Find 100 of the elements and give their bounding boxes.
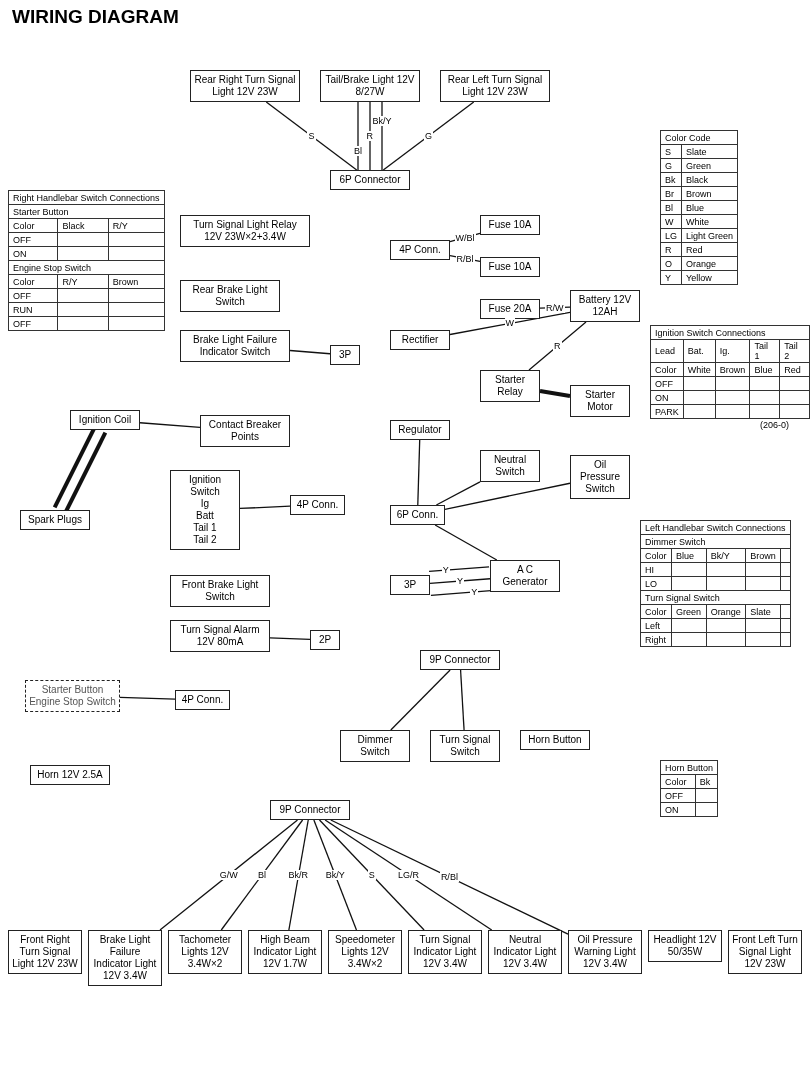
- wire-color-label: R/Bl: [455, 253, 475, 264]
- connector-block: [270, 800, 350, 820]
- table-entry: OFF: [13, 234, 31, 245]
- component-label: Rear Left Turn Signal Light 12V 23W: [446, 74, 544, 98]
- wire: [139, 422, 201, 429]
- turn-signal-lamp: [440, 70, 550, 102]
- connector-block: [390, 575, 430, 595]
- wire-color-label: Bl: [256, 870, 267, 880]
- table-heading: Turn Signal Switch: [645, 592, 720, 603]
- component-label: Starter Motor: [584, 389, 616, 413]
- table-entry: Left: [645, 620, 660, 631]
- connector-block: [390, 240, 450, 260]
- wire: [381, 101, 383, 171]
- switch-box: [180, 330, 290, 362]
- table-entry: Color: [13, 276, 35, 287]
- wire: [318, 819, 425, 931]
- table-entry: Bat.: [687, 346, 704, 356]
- table-heading: Starter Button: [13, 206, 69, 217]
- table-entry: HI: [645, 564, 654, 575]
- wire-color-label: Y: [470, 587, 479, 597]
- wire: [119, 696, 176, 700]
- component-label: Oil Pressure Warning Light 12V 3.4W: [573, 934, 637, 970]
- table-heading: Dimmer Switch: [645, 536, 706, 547]
- component-label: Front Right Turn Signal Light 12V 23W: [12, 934, 78, 970]
- table-entry: Color: [13, 220, 35, 231]
- switch-box: [170, 575, 270, 607]
- table-heading: Engine Stop Switch: [13, 262, 92, 273]
- component-label: Ignition Coil: [77, 414, 133, 426]
- wire: [289, 349, 331, 355]
- wire-color-label: Bk/Y: [371, 116, 393, 127]
- component-label: Horn 12V 2.5A: [36, 769, 104, 781]
- component-label: Fuse 10A: [487, 219, 533, 231]
- component-label: Turn Signal Switch: [438, 734, 492, 758]
- wire: [417, 439, 421, 506]
- wire: [265, 101, 358, 171]
- wire-color-label: Bk/R: [287, 870, 310, 880]
- component-label: High Beam Indicator Light 12V 1.7W: [252, 934, 318, 970]
- component-label: Rear Right Turn Signal Light 12V 23W: [194, 74, 296, 98]
- component-label: Horn Button: [527, 734, 583, 746]
- table-entry: Right: [645, 634, 666, 645]
- component-label: Battery 12V 12AH: [577, 294, 633, 318]
- component-label: Speedometer Lights 12V 3.4W×2: [333, 934, 396, 970]
- component-label: 6P Conn.: [395, 509, 440, 521]
- coil-box: [70, 410, 140, 430]
- component-label: 2P: [317, 634, 333, 646]
- fuse-box: [480, 257, 540, 277]
- connector-block: [420, 650, 500, 670]
- component-label: Regulator: [397, 424, 443, 436]
- table-entry: R/Y: [112, 220, 128, 231]
- table-entry: Black: [686, 174, 709, 185]
- wire: [449, 311, 571, 336]
- table-entry: Red: [686, 244, 703, 255]
- table-entry: OFF: [13, 318, 31, 329]
- switch-box: [520, 730, 590, 750]
- table-entry: White: [687, 364, 711, 375]
- component-label: Turn Signal Light Relay 12V 23W×2+3.4W: [192, 219, 298, 243]
- wire-color-label: LG/R: [396, 870, 420, 880]
- table-heading: Horn Button: [665, 762, 714, 773]
- fuse-box: [480, 299, 540, 319]
- component-label: Starter Button Engine Stop Switch: [29, 684, 116, 708]
- wire-color-label: Y: [456, 576, 464, 587]
- table-entry: Brown: [750, 550, 776, 561]
- wire-color-label: R/W: [545, 302, 565, 313]
- table-entry: Orange: [686, 258, 717, 269]
- wire-color-label: S: [367, 870, 376, 880]
- component-label: Headlight 12V 50/35W: [652, 934, 718, 958]
- fuse-box: [480, 215, 540, 235]
- table-entry: R/Y: [62, 276, 78, 287]
- component-label: 3P: [402, 579, 418, 591]
- component-label: Ignition Switch: [187, 474, 223, 498]
- table-heading: Left Handlebar Switch Connections: [645, 522, 786, 533]
- component-label: 9P Connector: [428, 654, 492, 666]
- table-entry: LO: [645, 578, 657, 589]
- wire: [159, 819, 299, 931]
- component-label: Front Brake Light Switch: [180, 579, 260, 603]
- table-entry: Color: [665, 776, 687, 787]
- table-entry: G: [665, 160, 672, 171]
- breaker-box: [200, 415, 290, 447]
- wire-color-label: S: [307, 131, 316, 141]
- table-entry: RUN: [13, 304, 33, 315]
- wire: [539, 389, 571, 398]
- wire: [288, 819, 309, 931]
- connector-block: [390, 505, 445, 525]
- table-entry: Br: [665, 188, 674, 199]
- switch-box: [180, 280, 280, 312]
- component-label: 4P Conn.: [180, 694, 225, 706]
- table-entry: ON: [13, 248, 27, 259]
- rectifier-box: [390, 330, 450, 350]
- table-entry: Green: [686, 160, 712, 171]
- component-label: Fuse 20A: [487, 303, 533, 315]
- table-entry: Bl: [665, 202, 673, 213]
- wire: [220, 819, 304, 931]
- component-label: Rear Brake Light Switch: [191, 284, 269, 308]
- table-entry: Blue: [686, 202, 705, 213]
- connector-block: [330, 345, 360, 365]
- wire: [435, 481, 481, 506]
- wire-color-label: Y: [441, 565, 450, 576]
- wire-color-label: R: [365, 131, 374, 141]
- table-entry: W: [665, 216, 674, 227]
- component-label: 3P: [337, 349, 353, 361]
